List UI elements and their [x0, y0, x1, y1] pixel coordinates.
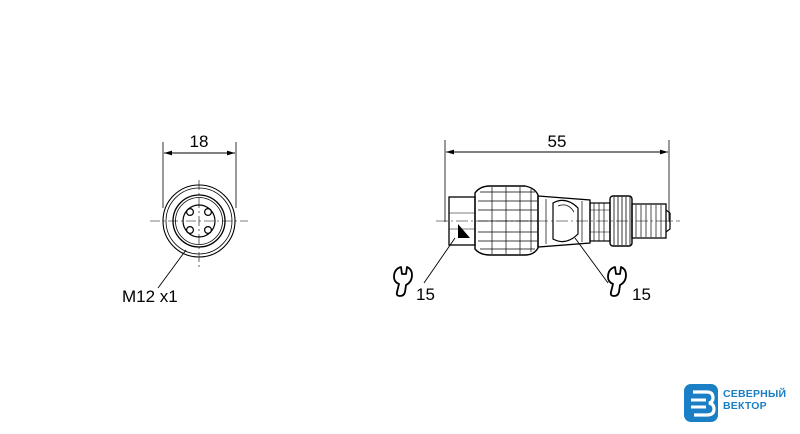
logo-mark-icon — [684, 384, 718, 422]
length-dimension-value: 55 — [548, 132, 567, 151]
connector-outer-circle — [162, 184, 236, 258]
wrench-icon — [607, 266, 627, 297]
front-view — [150, 142, 248, 289]
wrench-size-right: 15 — [632, 285, 651, 304]
wrench-leader-right — [574, 237, 609, 284]
threaded-tip — [631, 203, 667, 239]
knurled-nut — [474, 185, 539, 256]
lock-nut — [589, 202, 611, 242]
thread-leader — [157, 249, 187, 289]
wrench-leader-left — [423, 237, 456, 284]
thread-label: M12 x1 — [122, 287, 178, 306]
logo-text: СЕВЕРНЫЙ ВЕКТОР — [723, 388, 786, 412]
pin — [186, 226, 195, 235]
pin — [204, 208, 213, 217]
pin — [186, 208, 195, 217]
company-logo: СЕВЕРНЫЙ ВЕКТОР — [683, 383, 798, 425]
logo-line-2: ВЕКТОР — [723, 400, 767, 412]
wrench-icon — [393, 266, 413, 297]
wrench-size-left: 15 — [416, 285, 435, 304]
coupling-body — [537, 195, 591, 248]
side-view — [423, 140, 680, 284]
logo-line-1: СЕВЕРНЫЙ — [723, 388, 787, 400]
width-dimension-value: 18 — [190, 132, 209, 151]
pin — [204, 226, 213, 235]
